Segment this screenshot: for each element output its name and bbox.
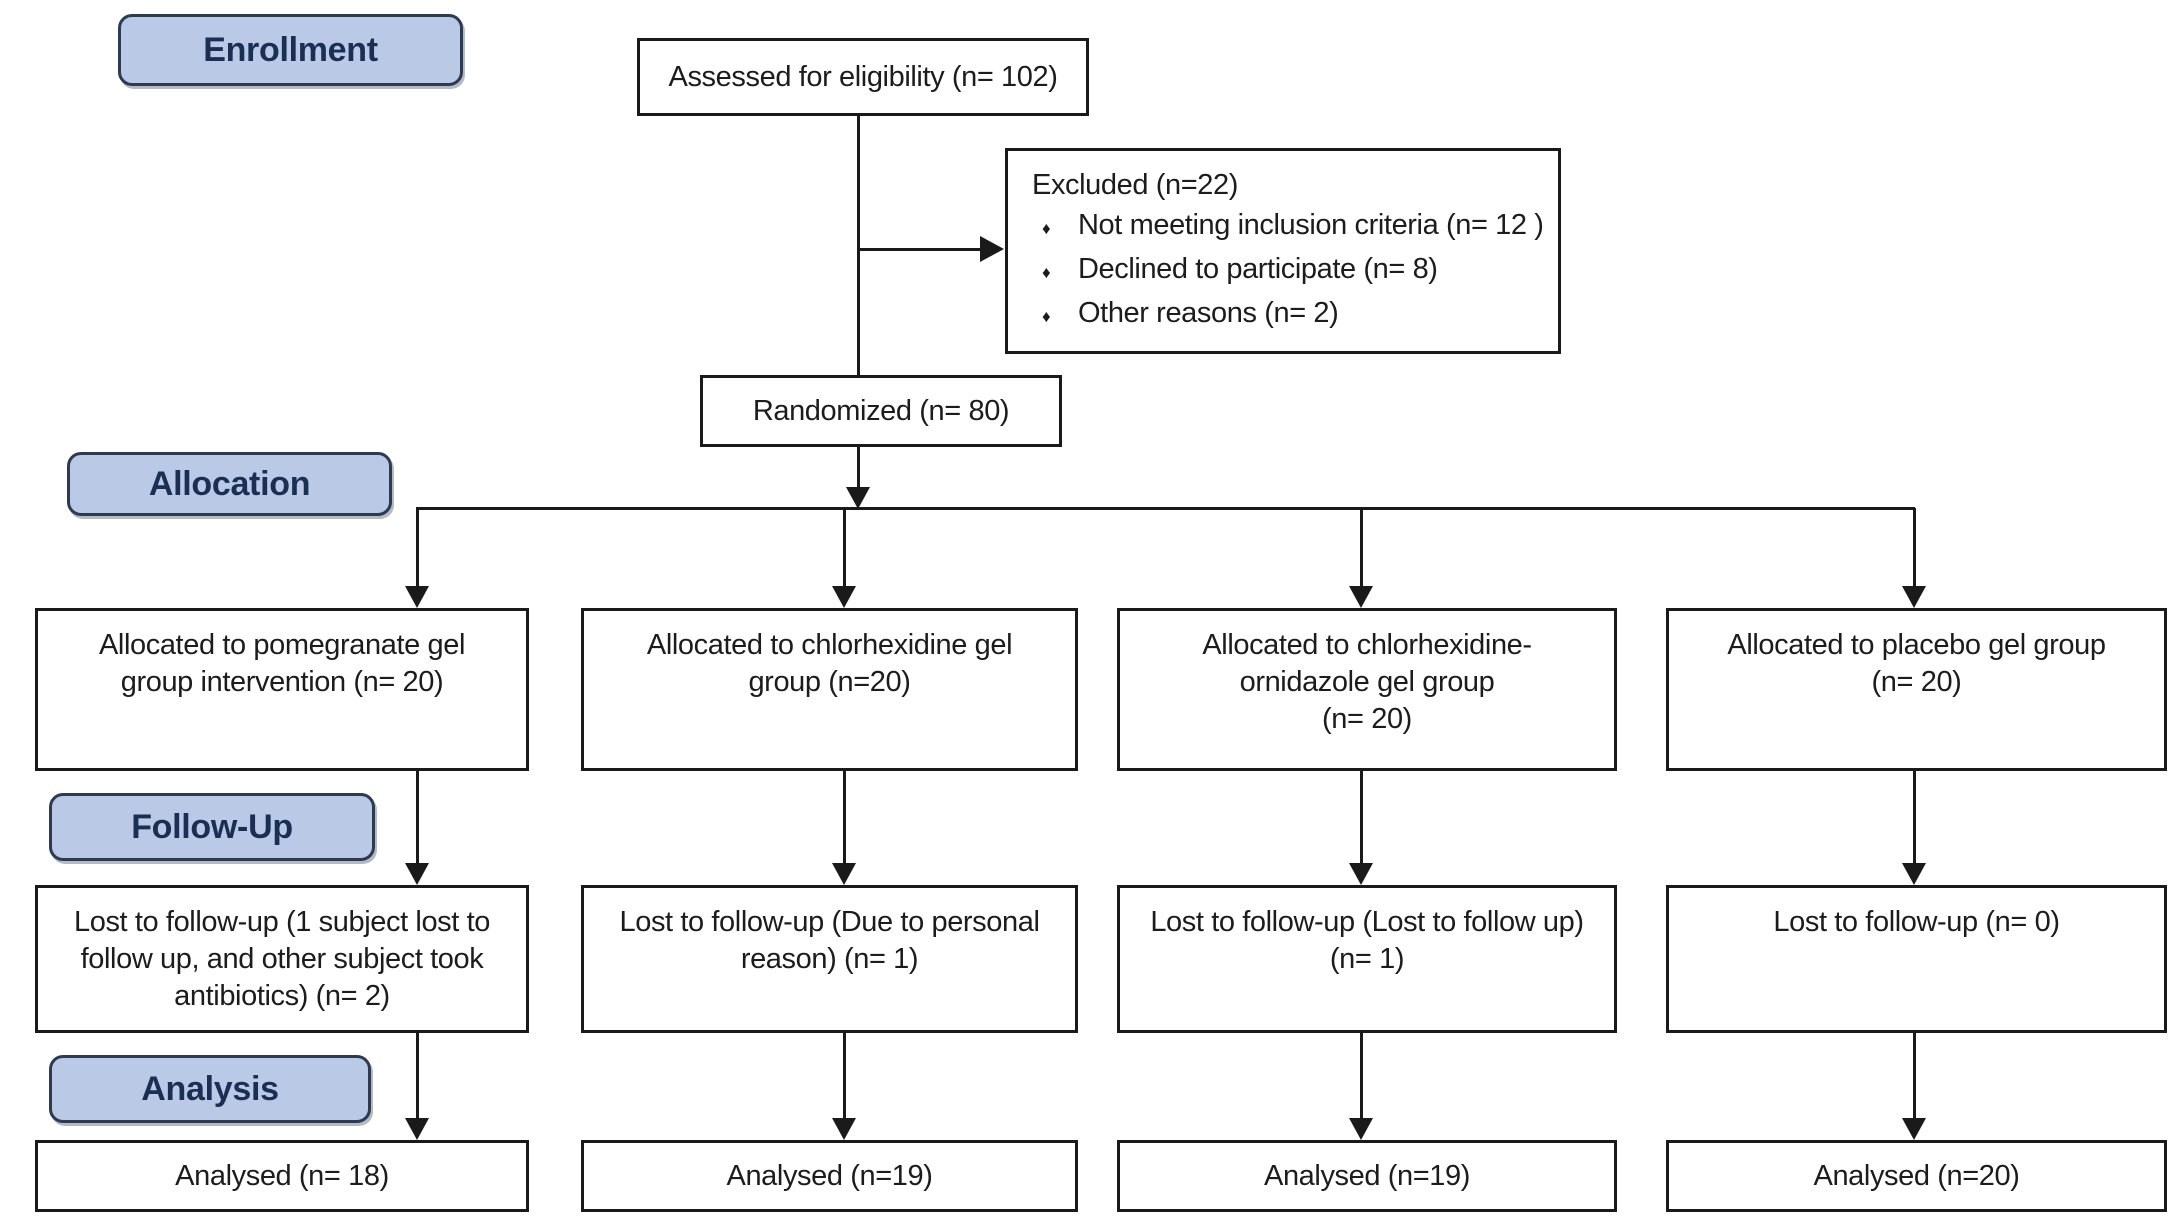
arrowhead-down-icon (1349, 586, 1373, 608)
allocation-branch-line (416, 507, 1915, 510)
arrowhead-right-icon (980, 236, 1004, 262)
phase-label-followup: Follow-Up (49, 793, 375, 861)
allocated-box-placebo: Allocated to placebo gel group (n= 20) (1666, 608, 2167, 771)
excluded-item-text: Other reasons (n= 2) (1078, 297, 1339, 329)
arrowhead-down-icon (1902, 863, 1926, 885)
arrowhead-down-icon (1902, 1118, 1926, 1140)
arrowhead-down-icon (405, 586, 429, 608)
excluded-item-text: Declined to participate (n= 8) (1078, 253, 1438, 285)
diamond-bullet-icon: ♦ (1042, 219, 1051, 238)
connector-lost-to-analysed-3 (1360, 1033, 1363, 1120)
arrowhead-down-icon (846, 487, 870, 509)
connector-lost-to-analysed-4 (1913, 1033, 1916, 1120)
connector-allocated-to-lost-1 (416, 771, 419, 865)
allocated-box-pomegranate: Allocated to pomegranate gel group inter… (35, 608, 529, 771)
connector-allocated-to-lost-2 (843, 771, 846, 865)
connector-allocated-to-lost-3 (1360, 771, 1363, 865)
phase-label-analysis: Analysis (49, 1055, 371, 1123)
diamond-bullet-icon: ♦ (1042, 263, 1051, 282)
connector-assessed-to-randomized (857, 116, 860, 375)
analysed-box-pomegranate: Analysed (n= 18) (35, 1140, 529, 1212)
lost-followup-box-placebo: Lost to follow-up (n= 0) (1666, 885, 2167, 1033)
arrowhead-down-icon (1349, 863, 1373, 885)
connector-allocated-to-lost-4 (1913, 771, 1916, 865)
phase-label-allocation: Allocation (67, 452, 392, 516)
lost-followup-box-chlorhexidine-ornidazole: Lost to follow-up (Lost to follow up) (n… (1117, 885, 1617, 1033)
allocated-box-chlorhexidine-ornidazole: Allocated to chlorhexidine- ornidazole g… (1117, 608, 1617, 771)
connector-lost-to-analysed-2 (843, 1033, 846, 1120)
analysed-box-chlorhexidine-ornidazole: Analysed (n=19) (1117, 1140, 1617, 1212)
analysed-box-placebo: Analysed (n=20) (1666, 1140, 2167, 1212)
phase-label-enrollment: Enrollment (118, 14, 463, 86)
connector-randomized-to-branch (857, 447, 860, 489)
connector-branch-to-allocated-2 (843, 508, 846, 588)
arrowhead-down-icon (405, 863, 429, 885)
connector-branch-to-allocated-4 (1913, 508, 1916, 588)
arrowhead-down-icon (1902, 586, 1926, 608)
excluded-item: ♦ Other reasons (n= 2) (1032, 293, 1544, 337)
arrowhead-down-icon (832, 1118, 856, 1140)
excluded-title: Excluded (n=22) (1032, 169, 1238, 201)
assessed-eligibility-box: Assessed for eligibility (n= 102) (637, 38, 1089, 116)
connector-to-excluded (858, 248, 982, 251)
arrowhead-down-icon (1349, 1118, 1373, 1140)
excluded-box: Excluded (n=22) ♦ Not meeting inclusion … (1005, 148, 1561, 354)
arrowhead-down-icon (832, 586, 856, 608)
lost-followup-box-pomegranate: Lost to follow-up (1 subject lost to fol… (35, 885, 529, 1033)
connector-branch-to-allocated-3 (1360, 508, 1363, 588)
arrowhead-down-icon (405, 1118, 429, 1140)
excluded-item: ♦ Not meeting inclusion criteria (n= 12 … (1032, 205, 1544, 249)
analysed-box-chlorhexidine: Analysed (n=19) (581, 1140, 1078, 1212)
excluded-item: ♦ Declined to participate (n= 8) (1032, 249, 1544, 293)
excluded-item-text: Not meeting inclusion criteria (n= 12 ) (1078, 209, 1544, 241)
allocated-box-chlorhexidine: Allocated to chlorhexidine gel group (n=… (581, 608, 1078, 771)
connector-branch-to-allocated-1 (416, 508, 419, 588)
randomized-box: Randomized (n= 80) (700, 375, 1062, 447)
diamond-bullet-icon: ♦ (1042, 307, 1051, 326)
lost-followup-box-chlorhexidine: Lost to follow-up (Due to personal reaso… (581, 885, 1078, 1033)
arrowhead-down-icon (832, 863, 856, 885)
connector-lost-to-analysed-1 (416, 1033, 419, 1120)
